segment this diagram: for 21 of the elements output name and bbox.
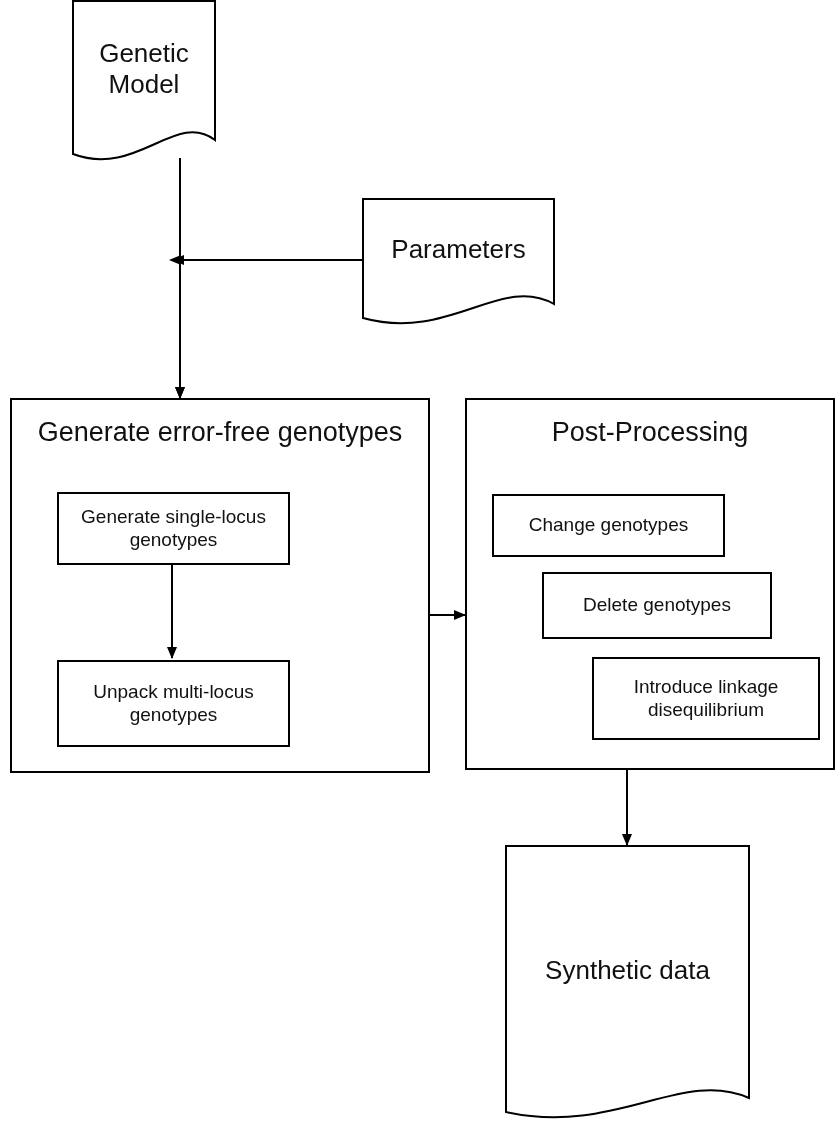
- process-box: [492, 494, 725, 557]
- node-label: Generate error-free genotypes: [37, 416, 403, 449]
- process-box: [465, 398, 835, 770]
- process-box: [542, 572, 772, 639]
- arrow: [167, 562, 177, 659]
- node-label: Delete genotypes: [583, 594, 731, 617]
- node-label: Change genotypes: [528, 514, 689, 537]
- node-label: Synthetic data: [545, 954, 710, 987]
- node-label: Introduce linkage disequilibrium: [632, 675, 780, 722]
- process-box: [592, 657, 820, 740]
- arrow: [169, 255, 363, 399]
- process-box: [10, 398, 430, 773]
- arrow: [429, 610, 466, 620]
- arrow: [622, 769, 632, 846]
- node-label: Unpack multi-locus genotypes: [92, 680, 255, 727]
- node-label: Generate single-locus genotypes: [80, 505, 267, 552]
- process-box: [57, 660, 290, 747]
- node-label: Genetic Model: [98, 37, 190, 101]
- node-label: Post-Processing: [551, 416, 749, 449]
- node-label: Parameters: [391, 234, 526, 266]
- process-box: [57, 492, 290, 565]
